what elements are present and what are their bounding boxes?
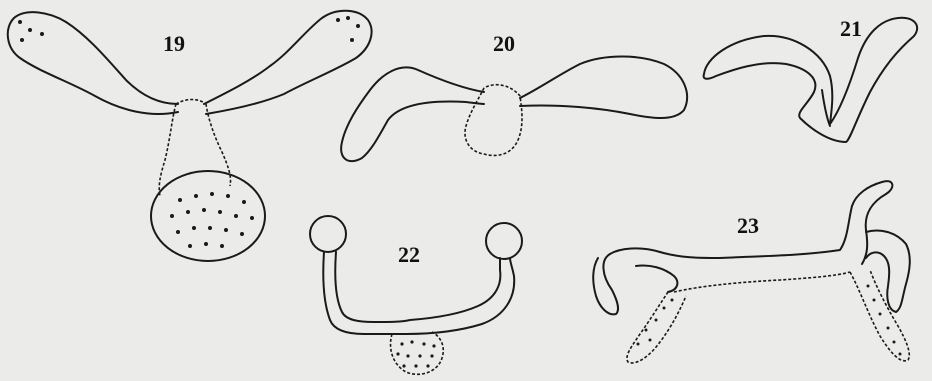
figure-20-right-arm (520, 57, 687, 119)
figure-21-outline (704, 18, 918, 142)
figure-19-right-arm (204, 11, 372, 114)
figure-19-head (151, 171, 265, 261)
figure-22-spots (396, 340, 435, 367)
figure-22-label: 22 (398, 242, 420, 268)
figure-23-lower-edge (674, 272, 850, 292)
figure-21-inner-fold (822, 90, 830, 126)
figure-19-drawing (8, 11, 372, 261)
figure-23-left-branch (593, 254, 677, 314)
figure-19-label: 19 (163, 31, 185, 57)
figure-20-label: 20 (493, 31, 515, 57)
figure-20-drawing (341, 57, 687, 162)
figure-22-drawing (310, 216, 522, 374)
figure-23-label: 23 (737, 213, 759, 239)
figure-22-left-knob (310, 216, 346, 252)
figure-20-left-arm (341, 67, 484, 161)
figure-21-drawing (704, 18, 918, 142)
figure-20-head (465, 85, 522, 156)
figure-21-label: 21 (840, 16, 862, 42)
figure-23-drawing (593, 181, 910, 363)
figure-23-left-leg (627, 292, 686, 363)
figure-19-spots (18, 16, 360, 248)
figure-22-right-knob (486, 223, 522, 259)
figure-19-left-arm (8, 12, 178, 114)
